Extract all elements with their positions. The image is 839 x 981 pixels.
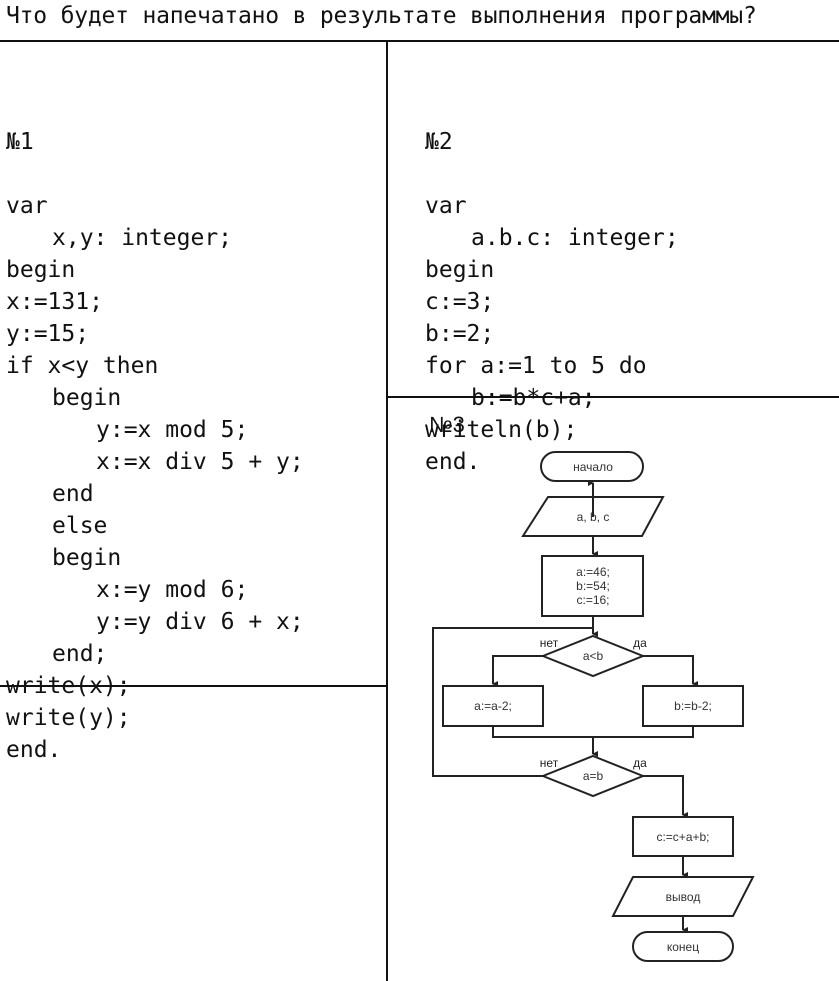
flow-start-label: начало [573,460,613,474]
flow-edge-cond1-yes [643,655,698,687]
question-title: Что будет напечатано в результате выполн… [6,3,757,29]
task1-code-line: var [6,193,48,219]
task1-number: №1 [6,129,34,155]
flow-edge-cond1-no [492,655,543,687]
task1-code-line: x:=y mod 6; [96,577,249,603]
divider-right-middle [386,396,839,398]
flow-branch-no-label: a:=a-2; [474,699,512,713]
task1-code-line: begin [6,257,76,283]
task1-code-line: x:=131; [6,289,103,315]
flow-input-label: a, b, c [577,510,610,524]
task1-code-line: end. [6,737,62,763]
flow-after-label: c:=c+a+b; [656,830,709,844]
flow-init-shape [541,555,644,617]
task2-code-line: b:=2; [425,321,495,347]
flow-cond2-label: a=b [583,769,604,783]
flow-cond2-shape [540,754,646,798]
flow-cond2-yes-label: да [633,756,647,770]
task1-code-line: begin [52,385,122,411]
task1-code-line: y:=15; [6,321,90,347]
task1-code-line: end; [52,641,108,667]
flow-init-line-2: b:=54; [576,579,610,593]
flow-cond1-no-label: нет [540,636,559,650]
task1-code-line: x:=x div 5 + y; [96,449,304,475]
task1-code-line: end [52,481,94,507]
task1-code-line: y:=y div 6 + x; [96,609,304,635]
flow-cond1-shape [540,634,646,678]
task2-code-line: c:=3; [425,289,495,315]
task1-code-line: x,y: integer; [52,225,233,251]
task1-code-line: write(x); [6,673,131,699]
flow-output-shape [611,876,755,917]
task2-number: №2 [425,129,453,155]
flow-edge-merge [492,726,694,738]
task1-code-line: else [52,513,108,539]
flow-init-line-1: a:=46; [576,565,610,579]
flow-cond1-label: a<b [583,649,604,663]
flow-edge-cond2-no-loop [432,627,593,777]
task1-code-line: if x<y then [6,353,159,379]
task1-code-line: write(y); [6,705,131,731]
task2-code-line: var [425,193,467,219]
task2-code-line: b:=b*c+a; [471,385,596,411]
task1-code-line: y:=x mod 5; [96,417,249,443]
divider-left-bottom [0,685,387,687]
flow-edge-cond2-yes [643,775,688,818]
task2-code-line: for a:=1 to 5 do [425,353,647,379]
flow-branch-yes-label: b:=b-2; [674,699,712,713]
task2-code-line: begin [425,257,495,283]
flow-end-label: конец [667,940,699,954]
task2-code-line: a.b.c: integer; [471,225,679,251]
flow-cond2-no-label: нет [540,756,559,770]
task1-code-line: begin [52,545,122,571]
flow-init-line-3: c:=16; [576,593,609,607]
task2-code-line: writeln(b); [425,417,578,443]
flow-cond1-yes-label: да [633,636,647,650]
flow-output-label: вывод [666,890,701,904]
task3-number: №3 [429,412,465,437]
divider-vertical [386,40,388,981]
task2-code-line: end. [425,449,481,475]
divider-top [0,40,839,42]
